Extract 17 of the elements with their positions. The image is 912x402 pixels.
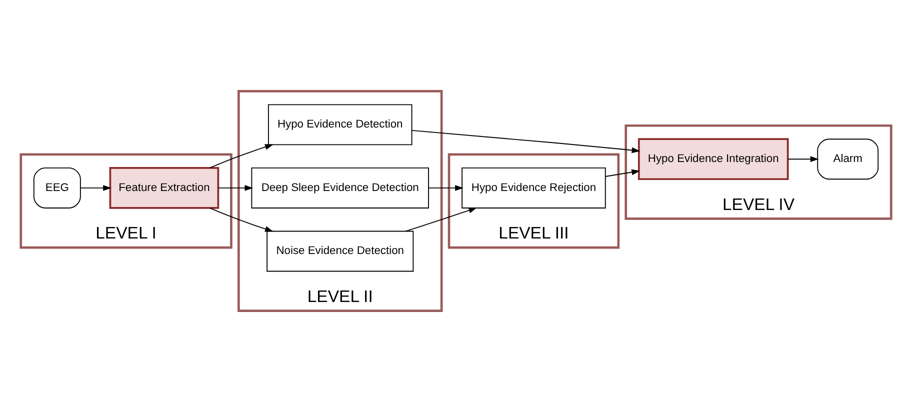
node-box: Hypo Evidence Rejection [462,168,606,208]
arrow [209,144,274,168]
arrow [788,156,819,162]
node-box: Hypo Evidence Integration [638,138,789,180]
arrow [80,185,112,191]
node-box: Alarm [817,138,879,180]
arrow [428,185,464,191]
arrow [209,208,274,232]
arrow [412,130,640,154]
node-box: EEG [33,168,81,208]
node-box: Feature Extraction [109,167,220,209]
node-box: Deep Sleep Evidence Detection [251,168,429,208]
arrow [218,185,254,191]
arrow [405,208,478,232]
node-box: Noise Evidence Detection [266,230,414,272]
node-box: Hypo Evidence Detection [268,104,412,146]
arrow [604,169,640,177]
